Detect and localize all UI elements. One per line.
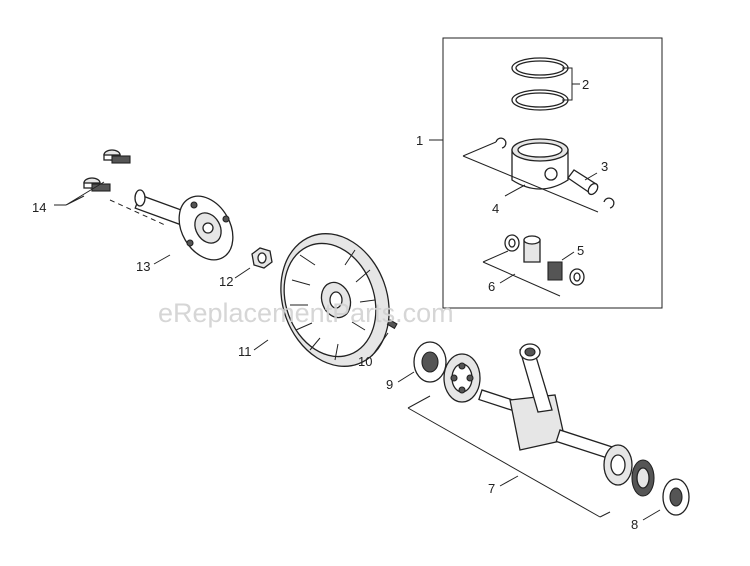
leader-bearing-group <box>482 250 561 297</box>
screw-upper[interactable] <box>103 149 131 164</box>
leader-8 <box>642 509 661 521</box>
leader-10 <box>371 332 389 357</box>
leader-11 <box>253 339 269 351</box>
screw-lower[interactable] <box>83 177 111 192</box>
circlip-right[interactable] <box>603 197 615 209</box>
leader-crank-end <box>599 511 611 518</box>
callout-8[interactable]: 8 <box>631 517 638 532</box>
leader-14 <box>54 181 105 206</box>
piston-kit-box <box>442 37 663 309</box>
callout-6[interactable]: 6 <box>488 279 495 294</box>
dash-screw-axis <box>109 199 166 226</box>
callout-2[interactable]: 2 <box>582 77 589 92</box>
callout-7[interactable]: 7 <box>488 481 495 496</box>
callout-9[interactable]: 9 <box>386 377 393 392</box>
piston-pin[interactable] <box>567 169 600 196</box>
drive-gear[interactable] <box>631 459 655 497</box>
circlip-left[interactable] <box>495 137 507 149</box>
leader-4 <box>504 184 526 197</box>
leader-7 <box>499 475 519 487</box>
callout-5[interactable]: 5 <box>577 243 584 258</box>
leader-12 <box>234 267 251 279</box>
leader-crank-group <box>407 395 601 518</box>
leader-13 <box>153 254 171 265</box>
callout-14[interactable]: 14 <box>32 200 46 215</box>
piston-rings[interactable] <box>511 57 569 111</box>
leader-9 <box>397 371 415 383</box>
bracket-rings <box>562 67 580 101</box>
leader-3 <box>584 172 598 181</box>
bearing-left[interactable] <box>443 353 481 403</box>
crankshaft-assembly[interactable] <box>478 343 618 461</box>
needle-bearing-set[interactable] <box>504 234 585 286</box>
bearing-right[interactable] <box>603 444 633 486</box>
leader-6 <box>499 273 516 284</box>
callout-12[interactable]: 12 <box>219 274 233 289</box>
oil-seal-right[interactable] <box>662 478 690 516</box>
oil-seal-left[interactable] <box>413 341 447 383</box>
callout-1[interactable]: 1 <box>416 133 423 148</box>
callout-11[interactable]: 11 <box>238 344 252 359</box>
flywheel[interactable] <box>263 218 407 381</box>
callout-10[interactable]: 10 <box>358 354 372 369</box>
callout-13[interactable]: 13 <box>136 259 150 274</box>
callout-3[interactable]: 3 <box>601 159 608 174</box>
flywheel-nut[interactable] <box>251 247 273 269</box>
woodruff-key[interactable] <box>386 319 398 330</box>
leader-piston-group <box>462 141 599 213</box>
callout-4[interactable]: 4 <box>492 201 499 216</box>
piston[interactable] <box>511 138 569 190</box>
starter-hub[interactable] <box>134 187 244 270</box>
watermark: eReplacementParts.com <box>158 298 454 328</box>
leader-5 <box>561 251 575 261</box>
